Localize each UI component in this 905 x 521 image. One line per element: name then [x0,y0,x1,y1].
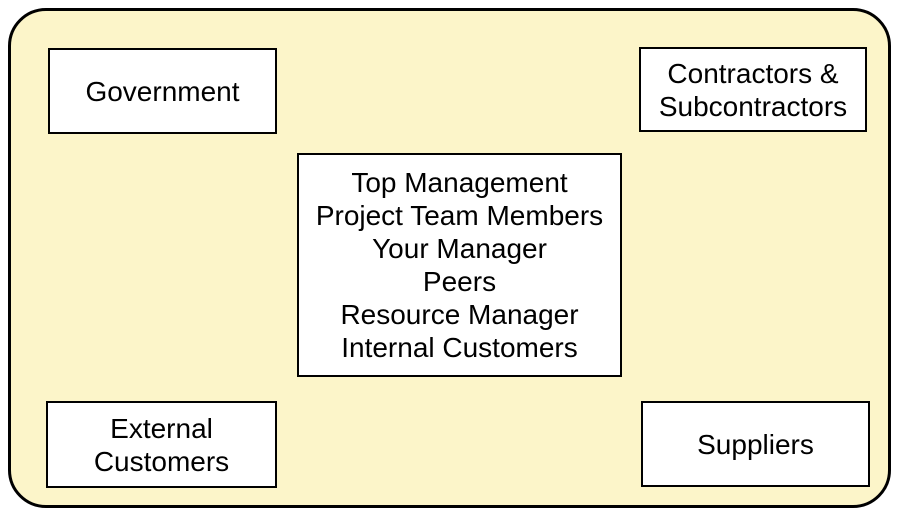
center-label-project-team-members: Project Team Members [315,200,604,231]
external-customers-label-line-1: External [110,412,213,444]
center-label-top-management: Top Management [351,167,568,198]
center-label-resource-manager: Resource Manager [340,299,579,330]
center-label-your-manager: Your Manager [372,233,547,264]
diagram-canvas: Government Contractors & Subcontractors … [8,8,891,508]
government-box: Government [48,48,277,134]
contractors-subcontractors-box: Contractors & Subcontractors [639,47,867,132]
center-label-peers: Peers [422,266,497,297]
contractors-label-line-1: Contractors & [667,57,839,89]
suppliers-label: Suppliers [697,428,814,460]
suppliers-box: Suppliers [641,401,870,487]
internal-stakeholders-box: Top Management Project Team Members Your… [297,153,622,377]
center-label-internal-customers: Internal Customers [341,332,578,363]
contractors-label-line-2: Subcontractors [658,90,848,122]
government-label: Government [85,75,240,107]
external-customers-label-line-2: Customers [93,445,230,477]
external-customers-box: External Customers [46,401,277,488]
